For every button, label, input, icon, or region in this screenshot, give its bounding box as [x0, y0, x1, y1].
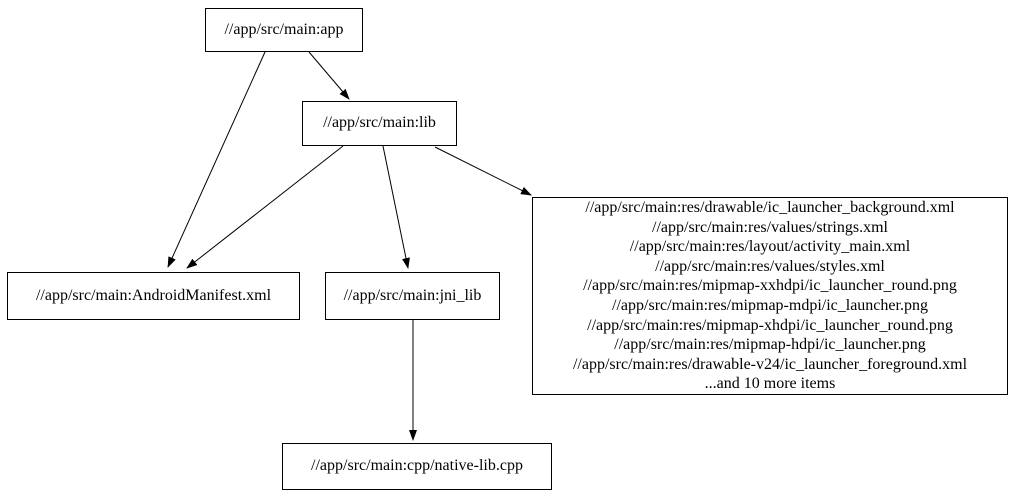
- graph-node-lib-target: //app/src/main:lib: [302, 101, 457, 146]
- res-file-item: //app/src/main:res/mipmap-hdpi/ic_launch…: [614, 336, 926, 354]
- res-file-item: //app/src/main:res/drawable/ic_launcher_…: [585, 199, 955, 217]
- res-file-item: //app/src/main:res/values/styles.xml: [655, 257, 885, 275]
- graph-node-res-file-group: //app/src/main:res/drawable/ic_launcher_…: [532, 197, 1008, 395]
- node-label-native-lib-cpp: //app/src/main:cpp/native-lib.cpp: [311, 457, 523, 475]
- graph-node-jni-lib: //app/src/main:jni_lib: [325, 272, 500, 320]
- graph-node-native-lib-cpp: //app/src/main:cpp/native-lib.cpp: [282, 443, 552, 490]
- res-file-item: //app/src/main:res/values/strings.xml: [652, 218, 888, 236]
- res-file-item: //app/src/main:res/mipmap-xxhdpi/ic_laun…: [583, 277, 957, 295]
- node-label-jni-lib: //app/src/main:jni_lib: [343, 286, 482, 304]
- res-file-item: //app/src/main:res/mipmap-xhdpi/ic_launc…: [587, 316, 953, 334]
- edge-app-to-manifest-arrow: [167, 51, 266, 268]
- edge-lib-to-jni-lib-arrow: [382, 145, 410, 269]
- edge-lib-to-manifest-arrow: [186, 145, 344, 269]
- node-label-android-manifest: //app/src/main:AndroidManifest.xml: [35, 286, 272, 304]
- node-label-app: //app/src/main:app: [224, 20, 344, 38]
- res-file-item: //app/src/main:res/drawable-v24/ic_launc…: [572, 355, 968, 373]
- res-more-items-note: ...and 10 more items: [704, 375, 836, 393]
- node-label-lib: //app/src/main:lib: [323, 114, 436, 132]
- graph-node-android-manifest: //app/src/main:AndroidManifest.xml: [7, 272, 300, 320]
- res-file-item: //app/src/main:res/layout/activity_main.…: [629, 238, 911, 256]
- graph-node-app-target: //app/src/main:app: [205, 8, 363, 52]
- res-file-item: //app/src/main:res/mipmap-mdpi/ic_launch…: [612, 297, 928, 314]
- edge-app-to-lib-arrow: [308, 51, 350, 100]
- edge-lib-to-res-group-arrow: [434, 146, 532, 196]
